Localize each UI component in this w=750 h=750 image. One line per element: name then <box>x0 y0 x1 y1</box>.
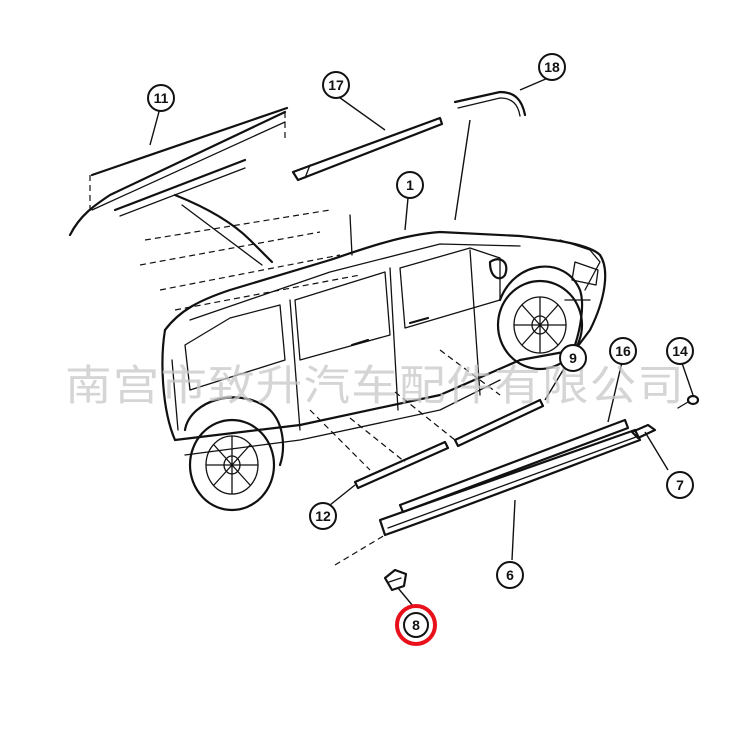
callout-9: 9 <box>559 344 587 372</box>
part-6-rocker-molding <box>334 428 642 566</box>
callout-18-label: 18 <box>544 59 560 75</box>
callout-12: 12 <box>309 502 337 530</box>
callout-1-label: 1 <box>406 177 414 193</box>
minivan-illustration <box>161 230 607 512</box>
part-18-windshield-molding <box>453 90 527 117</box>
callout-6-label: 6 <box>506 567 514 583</box>
callout-17-label: 17 <box>328 77 344 93</box>
part-7-clip <box>630 423 657 440</box>
callout-7: 7 <box>666 471 694 499</box>
watermark: 南宫市致升汽车配件有限公司 <box>65 361 685 410</box>
part-17-roof-molding <box>291 116 444 256</box>
callout-16: 16 <box>609 337 637 365</box>
callout-8-label: 8 <box>412 617 420 633</box>
callout-1: 1 <box>396 171 424 199</box>
callout-11: 11 <box>147 84 175 112</box>
part-11-roof-rail <box>68 106 289 237</box>
callout-12-label: 12 <box>315 508 331 524</box>
part-14-screw <box>677 394 700 409</box>
roof-crossbar <box>139 193 361 311</box>
callout-11-label: 11 <box>154 90 169 106</box>
part-12-lower-molding <box>309 409 450 490</box>
callout-14-label: 14 <box>672 343 688 359</box>
callout-9-label: 9 <box>569 350 577 366</box>
callout-7-label: 7 <box>676 477 684 493</box>
callout-8: 8 <box>395 604 437 646</box>
callout-18: 18 <box>538 53 566 81</box>
callout-14: 14 <box>666 337 694 365</box>
callout-6: 6 <box>496 561 524 589</box>
part-8-clip <box>383 568 408 592</box>
part-9-door-molding <box>394 349 545 448</box>
callout-17: 17 <box>322 71 350 99</box>
leader-lines <box>149 77 694 607</box>
callout-16-label: 16 <box>615 343 631 359</box>
part-16-sill-molding <box>398 418 630 514</box>
